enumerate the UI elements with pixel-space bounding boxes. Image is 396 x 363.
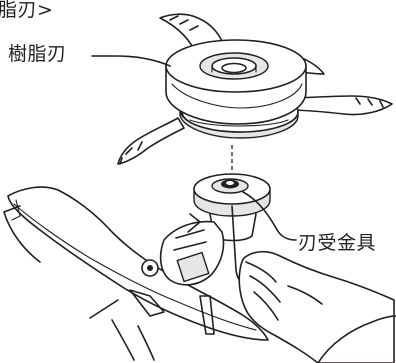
resin-blade-label: 樹脂刃 xyxy=(8,43,67,65)
gear-head xyxy=(141,213,225,286)
blade-holder-leader xyxy=(242,191,297,241)
blade-holder-label: 刃受金具 xyxy=(298,232,377,254)
resin-blade-leader xyxy=(91,55,171,67)
resin-blade xyxy=(117,13,393,165)
section-title: 脂刃> xyxy=(0,0,54,21)
hand xyxy=(238,250,396,363)
trimmer-guard xyxy=(3,186,269,361)
